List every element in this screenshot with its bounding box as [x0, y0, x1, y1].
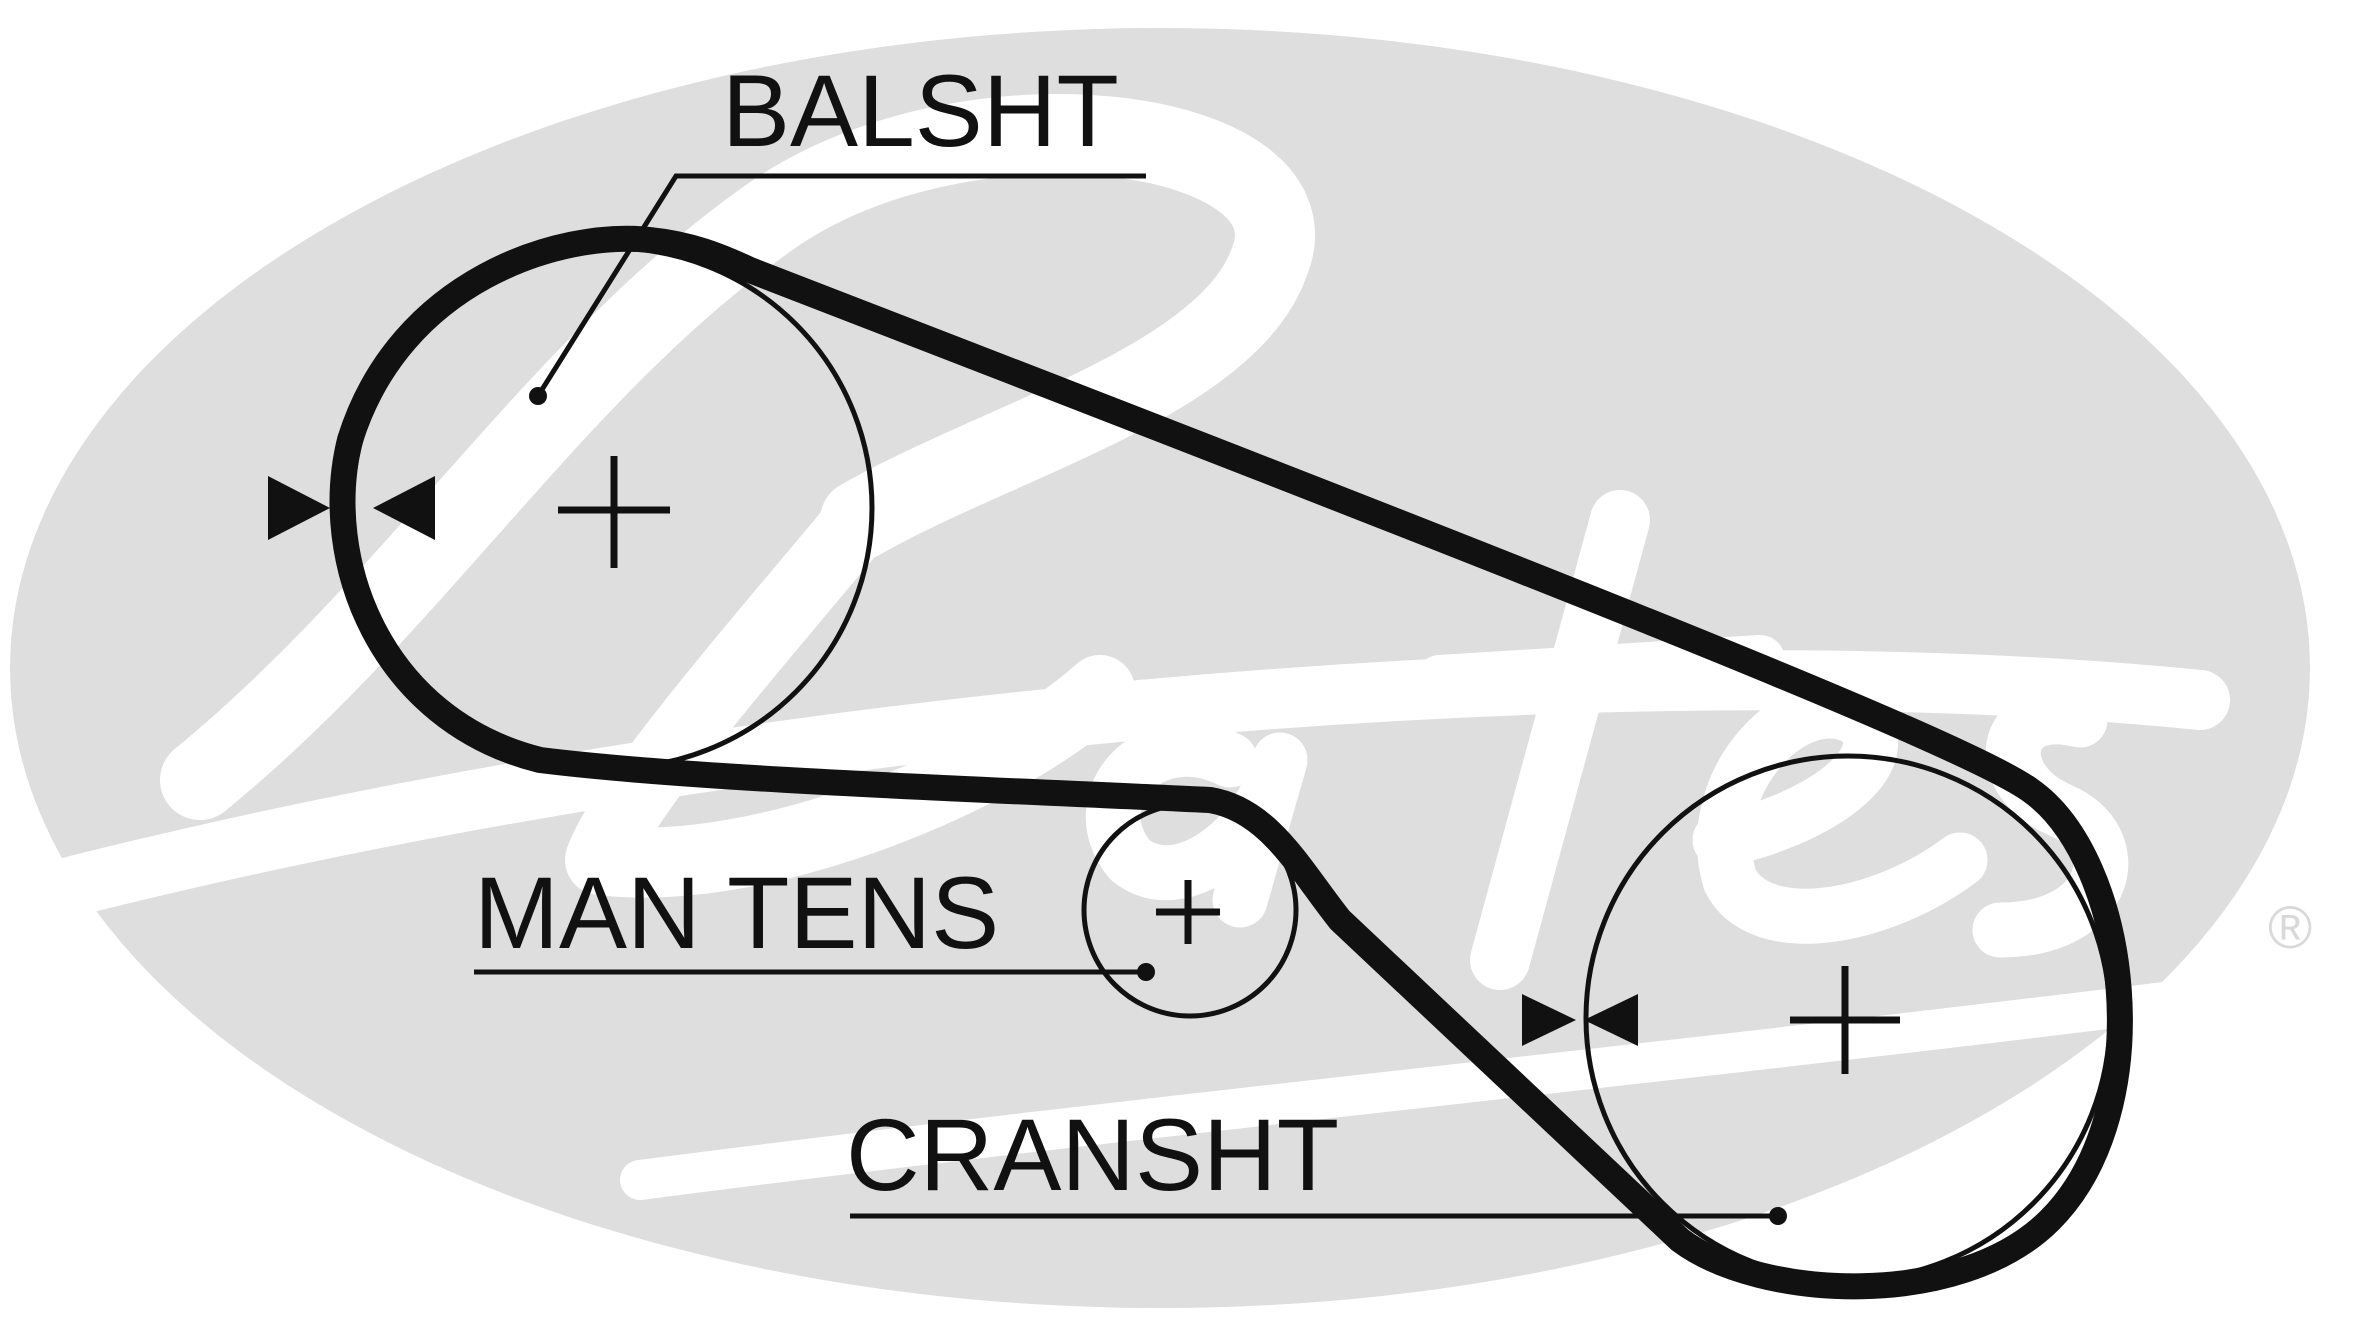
manual-tensioner-label: MAN TENS: [474, 856, 999, 970]
balance-shaft-leader-dot: [529, 387, 547, 405]
timing-marks: [268, 476, 1638, 1046]
registered-mark: ®: [2268, 894, 2312, 961]
crankshaft-leader-dot: [1769, 1207, 1787, 1225]
timing-belt: [329, 225, 2133, 1300]
crankshaft-timing-mark: [1522, 994, 1638, 1046]
balance-shaft-timing-mark: [268, 476, 435, 540]
pulley-center-marks: [558, 456, 1900, 1074]
manual-tensioner-callout: MAN TENS: [474, 856, 1155, 981]
gates-watermark-logo: ®: [0, 28, 2312, 1308]
balance-shaft-center-cross: [558, 456, 670, 568]
balance-shaft-label: BALSHT: [722, 54, 1119, 168]
balance-shaft-leader: [535, 173, 1146, 398]
tensioner-center-cross: [1156, 880, 1220, 944]
crankshaft-label: CRANSHT: [846, 1098, 1339, 1212]
crankshaft-center-cross: [1790, 966, 1900, 1074]
manual-tensioner-leader-dot: [1137, 963, 1155, 981]
crankshaft-callout: CRANSHT: [846, 1098, 1787, 1225]
balance-shaft-callout: BALSHT: [529, 54, 1146, 405]
